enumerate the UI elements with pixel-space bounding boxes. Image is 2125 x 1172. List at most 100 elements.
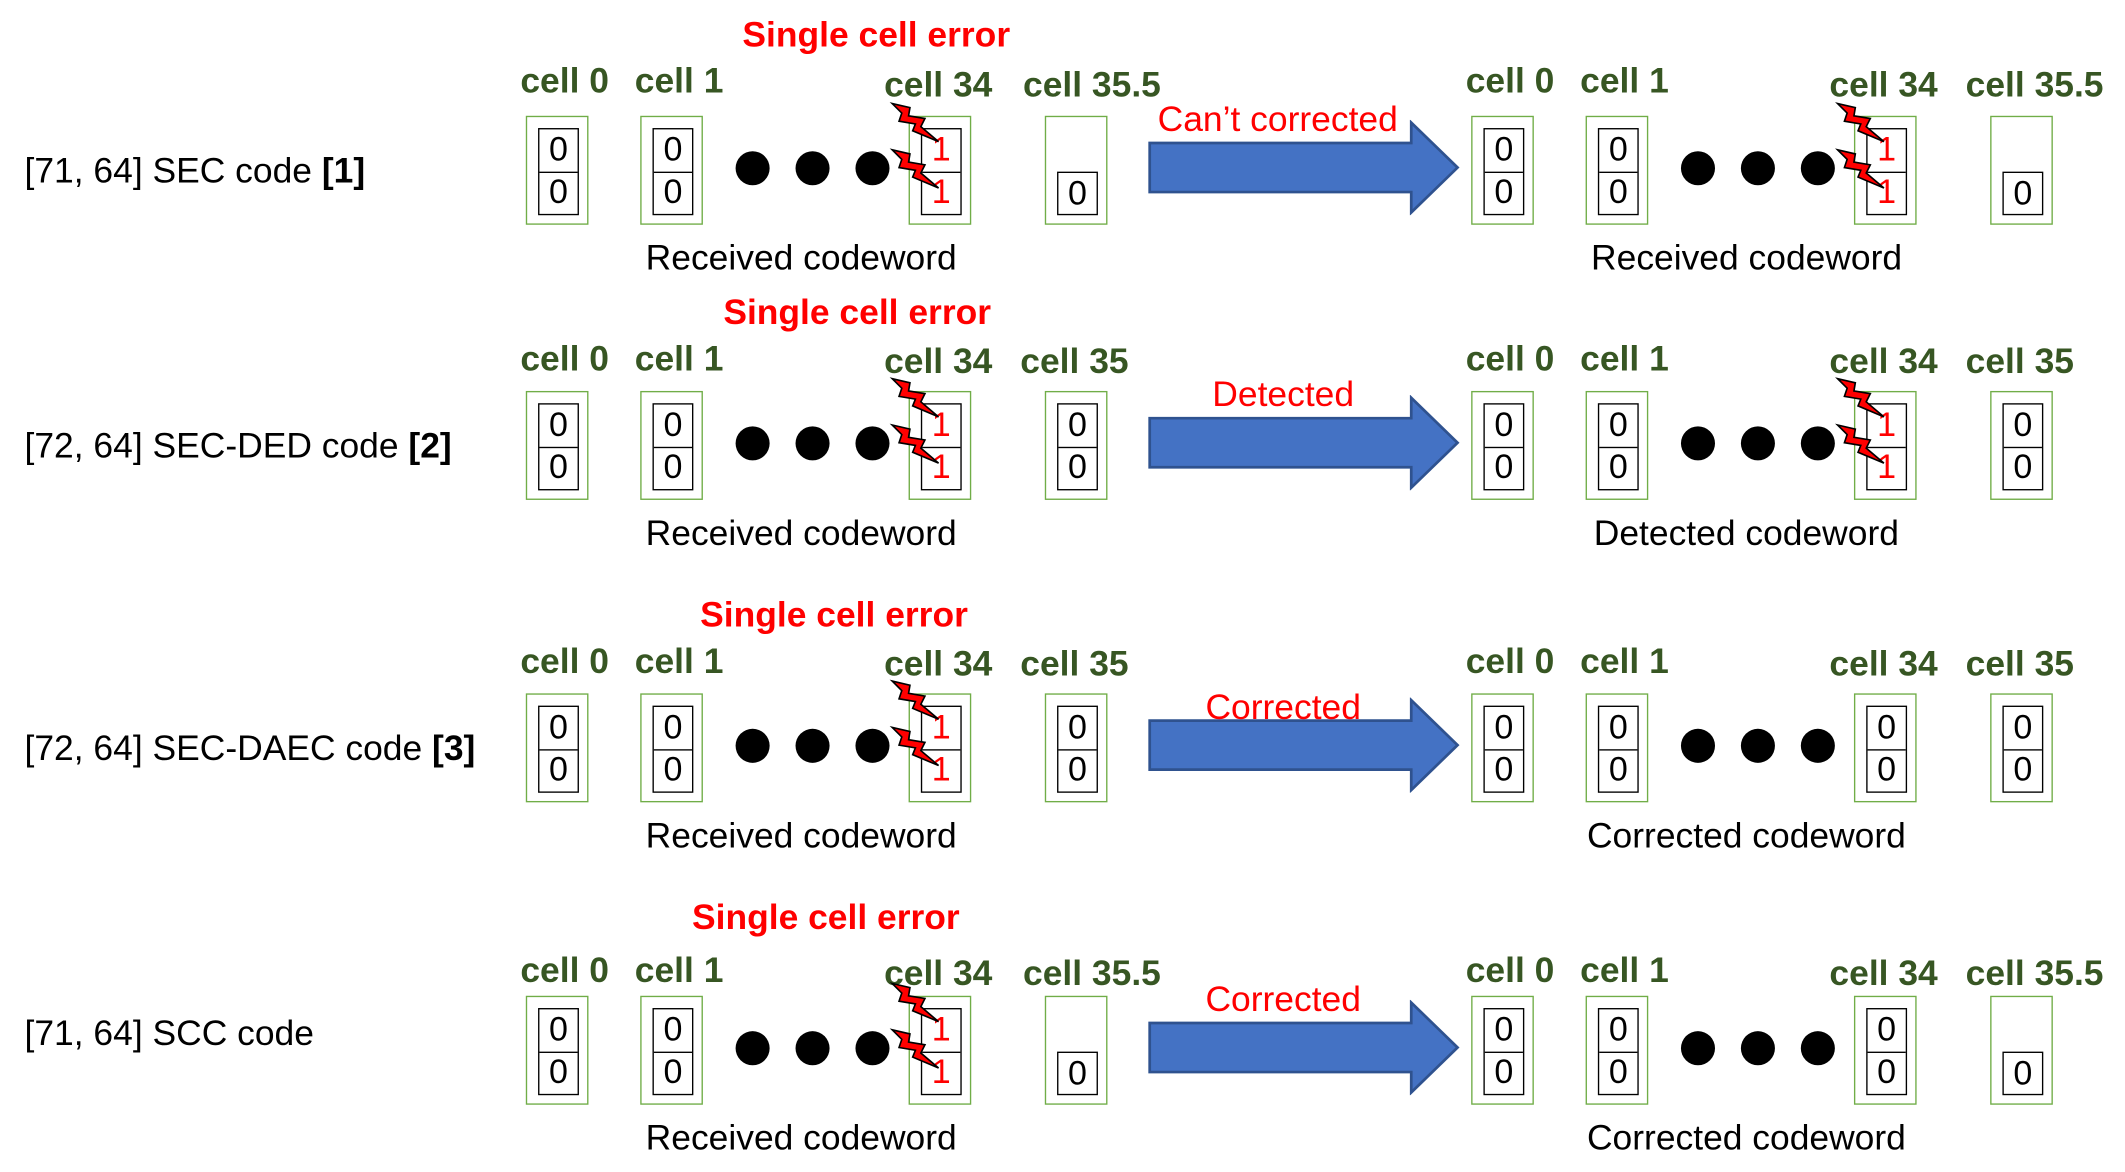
left-cell-label: cell 34 [884,642,993,684]
bit-value: 0 [1599,405,1638,449]
bit-value: 0 [1599,129,1638,173]
left-codeword-caption: Received codeword [645,512,957,554]
right-codeword-caption: Detected codeword [1593,512,1899,554]
right-arrow-icon [1148,395,1460,491]
right-memory-cell: 0 [1990,115,2053,225]
ellipsis-dot-icon [855,728,890,763]
bit-group: 0 [2002,171,2044,216]
bit-value: 1 [931,1052,951,1092]
left-codeword-caption: Received codeword [645,814,957,856]
bit-value: 0 [663,172,683,212]
bit-value: 0 [1494,1052,1514,1092]
ellipsis-dot-icon [1800,728,1835,763]
ellipsis-dot-icon [795,1031,830,1066]
bit-value: 0 [653,707,692,751]
lightning-bolt-icon [1835,377,1885,418]
lightning-bolt-icon [889,423,940,464]
left-cell-label: cell 34 [884,64,993,105]
bit-value: 1 [931,448,951,487]
transition-label: Detected [1212,373,1355,415]
right-cell-label: cell 0 [1465,59,1555,101]
code-name-label: [72, 64] SEC-DED code [2] [25,425,452,467]
left-cell-label: cell 1 [634,949,724,991]
bit-value: 0 [1608,750,1628,789]
ellipsis-dot-icon [795,151,830,186]
bit-value: 0 [1867,707,1906,751]
code-name-label: [71, 64] SEC code [1] [25,150,366,192]
transition-label: Can’t corrected [1157,98,1398,139]
left-cell-label: cell 0 [520,337,609,379]
ellipsis-dot-icon [1740,426,1775,461]
code-row: [72, 64] SEC-DAEC code [3]Single cell er… [0,578,2125,870]
left-cell-label: cell 35 [1020,340,1129,382]
bit-value: 0 [539,129,578,173]
left-cell-label: cell 0 [520,640,609,682]
bit-value: 0 [1494,750,1514,789]
ellipsis-dot-icon [1680,151,1716,186]
bit-value: 1 [1877,448,1897,487]
ellipsis-dot-icon [1740,1031,1775,1066]
transition-label: Corrected [1205,686,1361,728]
right-codeword-caption: Corrected codeword [1586,814,1906,856]
lightning-bolt-icon [889,725,940,767]
reference-number: [2] [408,425,452,466]
ellipsis-dot-icon [1800,426,1835,461]
lightning-bolt-icon [889,1028,940,1069]
left-cell-label: cell 34 [884,340,993,382]
right-arrow-icon [1148,999,1460,1096]
bit-value: 0 [1867,1009,1906,1053]
lightning-bolt-icon [889,148,940,189]
code-name: [71, 64] SCC code [24,1012,314,1053]
right-arrow-icon [1148,697,1460,793]
bit-value: 0 [549,172,568,212]
ellipsis-dot-icon [1800,151,1835,186]
ellipsis-dot-icon [855,426,890,461]
error-title: Single cell error [723,291,992,333]
bit-group: 0 [1057,171,1098,216]
bit-value: 1 [1877,172,1897,212]
bit-group: 0 [2002,1051,2044,1096]
bit-value: 0 [1877,1052,1897,1092]
bit-value: 0 [1599,707,1638,751]
right-cell-label: cell 35 [1965,642,2074,684]
right-cell-label: cell 1 [1580,949,1669,991]
left-cell-label: cell 1 [634,59,724,101]
code-name: [72, 64] SEC-DED code [24,425,399,466]
code-row: [72, 64] SEC-DED code [2] Single cell err… [0,275,2125,567]
bit-value: 0 [549,750,568,789]
code-name: [71, 64] SEC code [24,149,312,191]
bit-value: 0 [663,750,683,789]
transition-label: Corrected [1205,978,1361,1019]
left-cell-label: cell 0 [520,59,609,101]
ellipsis-dot-icon [735,426,770,461]
bit-value: 0 [1608,448,1628,487]
right-cell-label: cell 1 [1580,337,1669,379]
lightning-bolt-icon [1835,102,1885,143]
bit-value: 0 [1058,707,1097,751]
code-name: [72, 64] SEC-DAEC code [24,727,423,769]
ellipsis-dot-icon [1740,728,1775,763]
bit-value: 0 [539,405,578,449]
bit-value: 0 [539,707,578,751]
bit-value: 0 [1494,172,1514,212]
right-cell-label: cell 1 [1580,59,1669,101]
ellipsis-dot-icon [1680,426,1716,461]
ellipsis-dot-icon [855,151,890,186]
